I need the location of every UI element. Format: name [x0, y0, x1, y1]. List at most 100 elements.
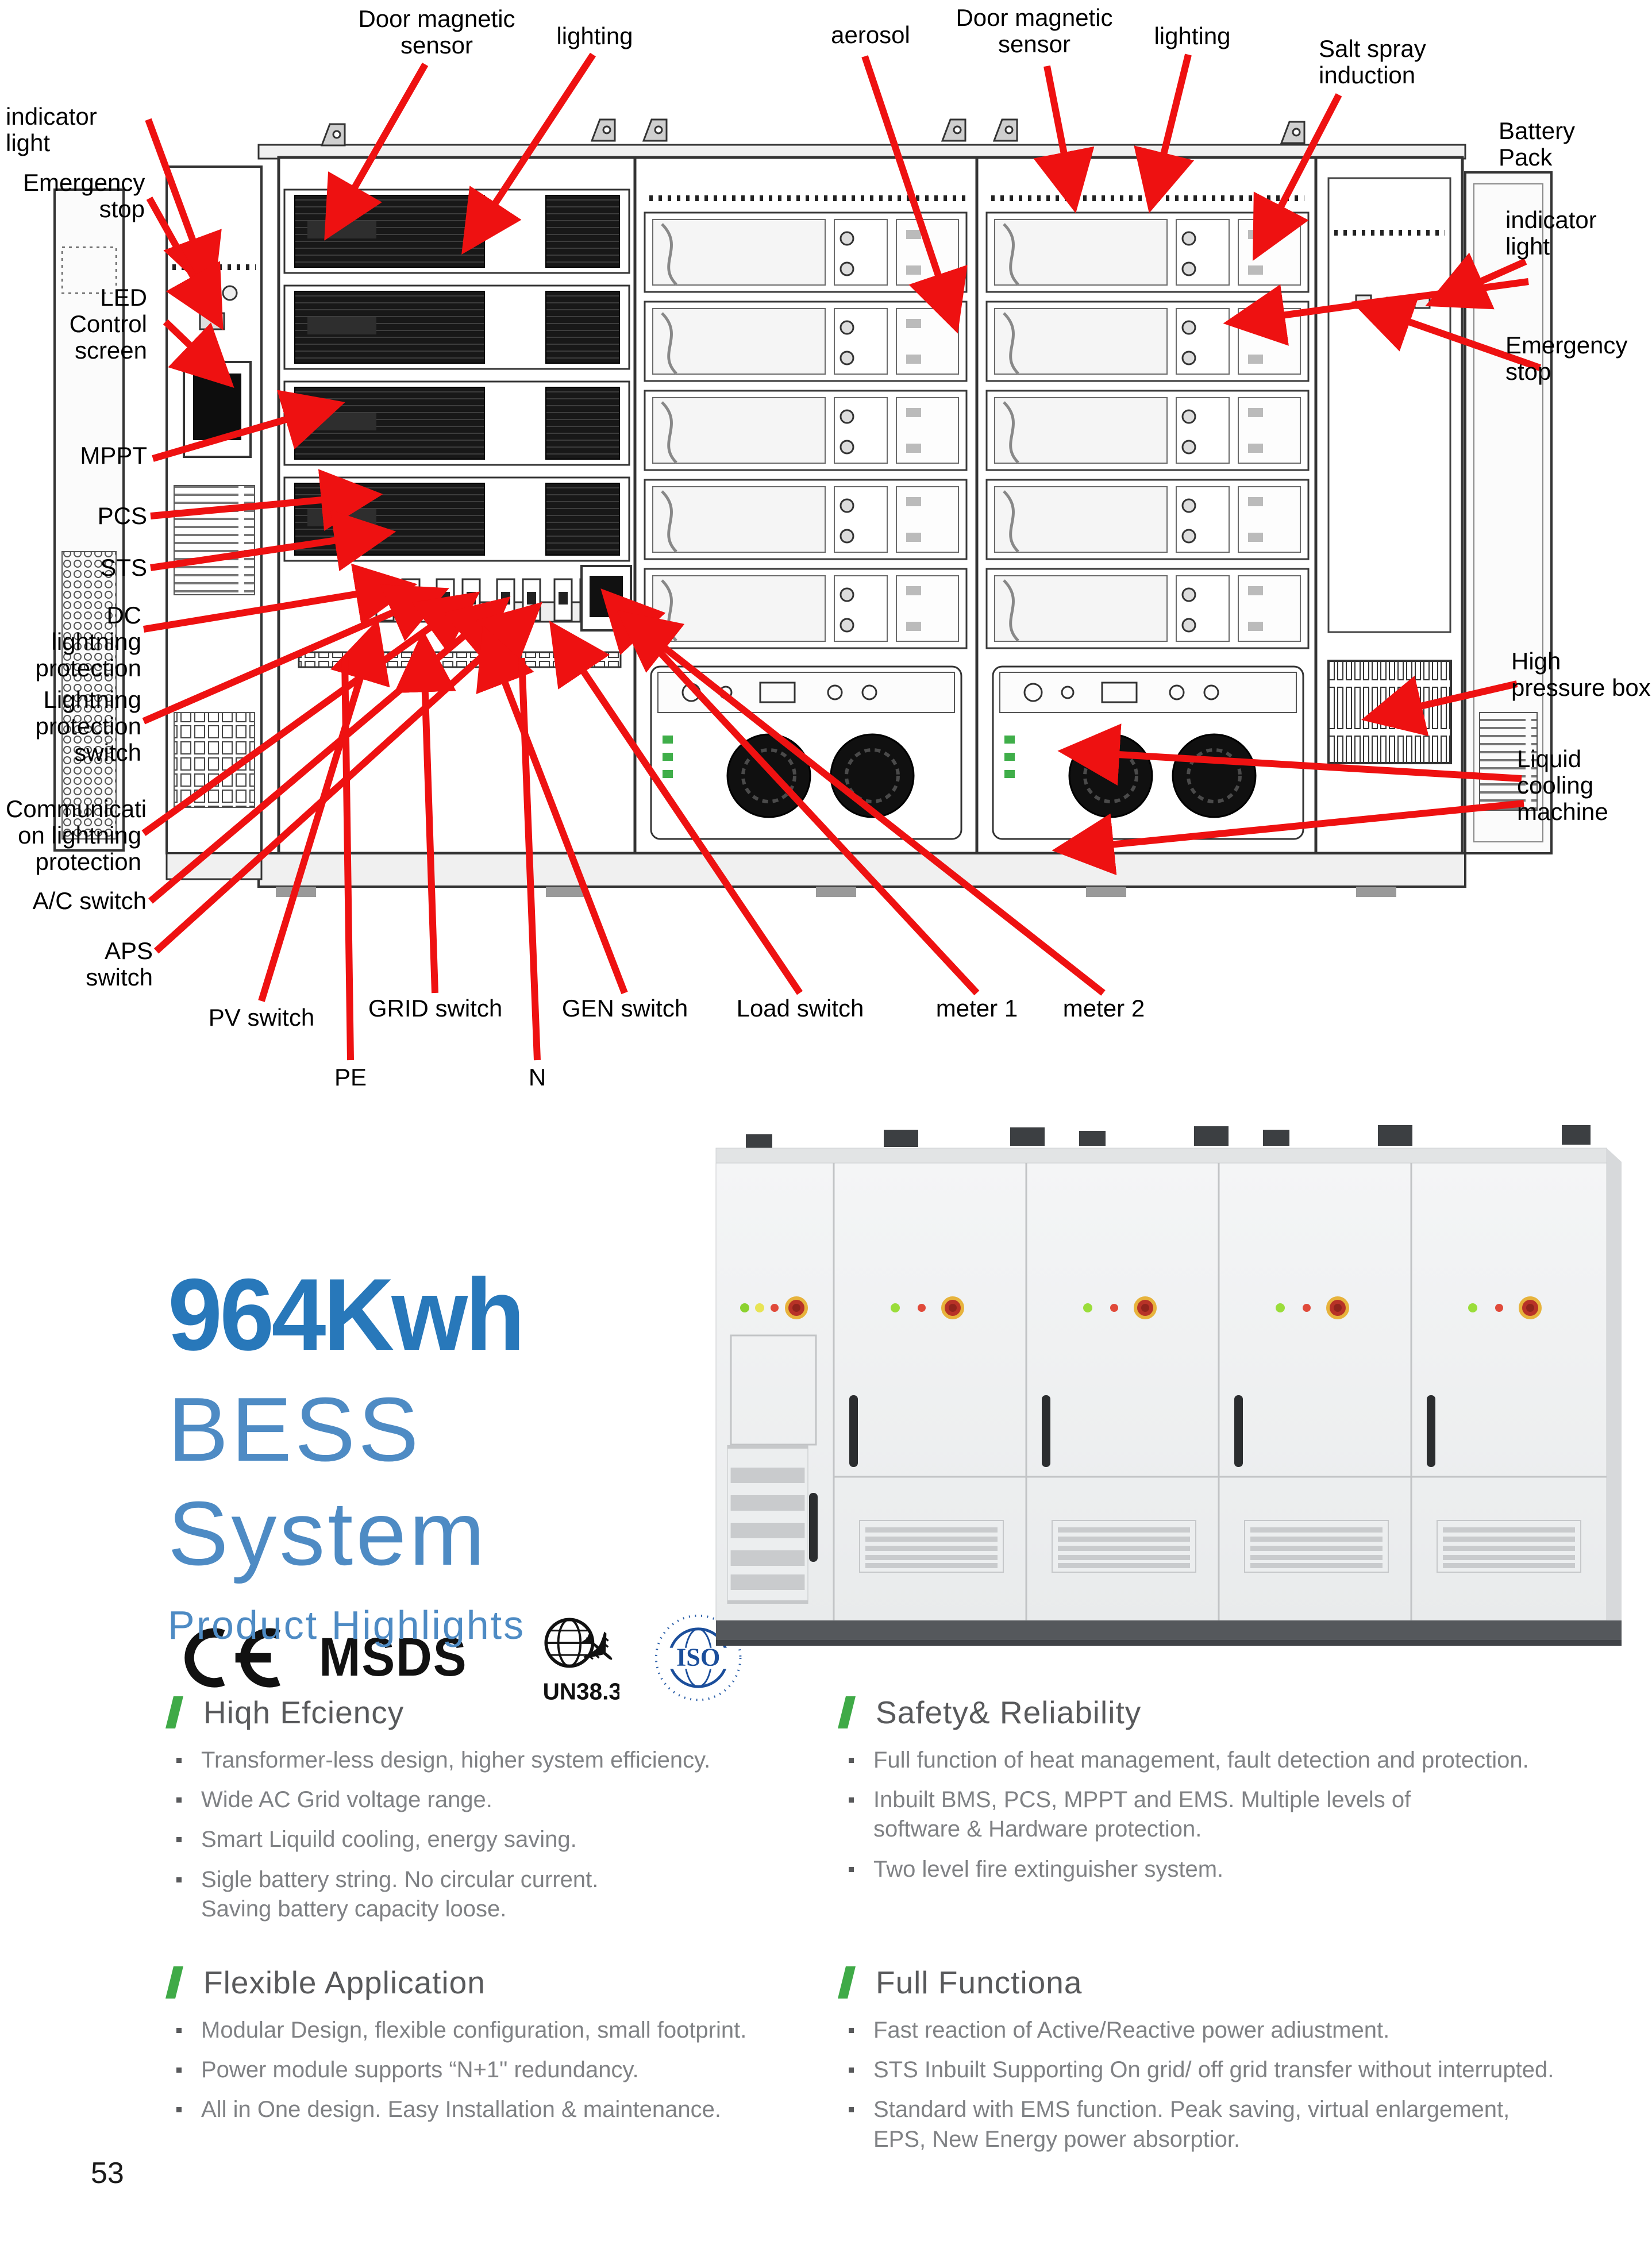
diagram-label-led-control-screen: LED Control screen [69, 284, 147, 364]
bullet-item: Inbuilt BMS, PCS, MPPT and EMS. Multiple… [849, 1785, 1609, 1844]
svg-text:ISO: ISO [676, 1643, 720, 1672]
bullet-square-icon [849, 1866, 854, 1872]
plinth-shadow [716, 1640, 1622, 1646]
bullet-text: Sigle battery string. No circular curren… [201, 1866, 599, 1922]
diagram-label-emergency-stop-left: Emergency stop [23, 169, 145, 223]
bullet-square-icon [176, 1758, 182, 1763]
panel-seams [833, 1163, 1607, 1620]
right-door-leaf [1464, 171, 1553, 854]
diagram-label-lighting-1: lighting [556, 22, 633, 49]
diagram-label-communication-lightning-protection: Communicati on lightning protection [6, 795, 147, 876]
bullet-item: All in One design. Easy Installation & m… [176, 2095, 799, 2124]
un383-logo-icon: ✈ UN38.3 [543, 1616, 619, 1704]
bess-subtitle: BESS System [168, 1379, 488, 1584]
bullet-square-icon [849, 1797, 854, 1803]
bullet-square-icon [176, 1877, 182, 1882]
bullet-list: Modular Design, flexible configuration, … [170, 2016, 799, 2125]
section-title: Full Functiona [876, 1964, 1083, 2000]
bullet-square-icon [176, 2027, 182, 2033]
diagram-label-indicator-light-left: indicator light [6, 103, 97, 157]
diagram-label-liquid-cooling-machine: Liquid cooling machine [1517, 745, 1608, 826]
aux-cabinet: ⚡ [727, 1298, 818, 1602]
diagram-label-load-switch: Load switch [736, 995, 864, 1022]
bullet-list: Full function of heat management, fault … [842, 1746, 1609, 1884]
diagram-label-pe: PE [334, 1064, 367, 1091]
bullet-item: Transformer-less design, higher system e… [176, 1746, 799, 1775]
bullet-square-icon [849, 2107, 854, 2113]
bullet-list: Fast reaction of Active/Reactive power a… [842, 2016, 1609, 2154]
green-bar-icon [838, 1696, 856, 1728]
diagram-label-pv-switch: PV switch [208, 1004, 315, 1031]
section-title: Safety& Reliability [876, 1695, 1142, 1730]
ce-mark-icon [184, 1628, 280, 1688]
diagram-label-gen-switch: GEN switch [561, 995, 688, 1022]
section-title: Flexible Application [203, 1964, 486, 2000]
bullet-item: Full function of heat management, fault … [849, 1746, 1609, 1775]
diagram-label-battery-pack: Battery Pack [1499, 117, 1576, 171]
bullet-text: Full function of heat management, fault … [873, 1747, 1529, 1773]
cabinet-line-drawing [53, 52, 1553, 1061]
roof-brackets-icon [746, 1125, 1591, 1149]
bullet-text: Power module supports “N+1" redundancy. [201, 2057, 639, 2083]
left-door-leaf [53, 188, 125, 852]
bullet-square-icon [849, 2068, 854, 2073]
diagram-label-high-pressure-box: High pressure box [1511, 648, 1651, 702]
bullet-square-icon [176, 2068, 182, 2073]
bullet-item: Smart Liquild cooling, energy saving. [176, 1825, 799, 1854]
main-cabinets [849, 1298, 1581, 1573]
diagram-label-lightning-protection-switch: Lightning protection switch [35, 686, 141, 767]
bullet-square-icon [849, 1758, 854, 1763]
svg-text:MSDS: MSDS [319, 1627, 467, 1688]
bullet-text: Inbuilt BMS, PCS, MPPT and EMS. Multiple… [873, 1787, 1411, 1842]
bullet-text: Modular Design, flexible configuration, … [201, 2017, 747, 2043]
bullet-item: Two level fire extinguisher system. [849, 1855, 1609, 1884]
bullet-text: STS Inbuilt Supporting On grid/ off grid… [873, 2057, 1554, 2083]
annotation-arrows [141, 52, 1541, 1061]
bullet-text: All in One design. Easy Installation & m… [201, 2097, 721, 2123]
bullet-square-icon [176, 1797, 182, 1803]
bullet-text: Smart Liquild cooling, energy saving. [201, 1827, 577, 1853]
bullet-list: Transformer-less design, higher system e… [170, 1746, 799, 1924]
bullet-text: Wide AC Grid voltage range. [201, 1787, 492, 1813]
diagram-label-emergency-stop-right: Emergency stop [1505, 332, 1628, 386]
section-title: Hiqh Efciency [203, 1695, 405, 1730]
page-number: 53 [91, 2157, 124, 2190]
diagram-label-pcs: PCS [97, 502, 147, 529]
highlights-heading: Product Highlights [168, 1603, 526, 1647]
bullet-item: Power module supports “N+1" redundancy. [176, 2055, 799, 2085]
svg-text:UN38.3: UN38.3 [543, 1678, 619, 1704]
diagram-label-door-magnetic-sensor-1: Door magnetic sensor [358, 5, 515, 59]
bullet-square-icon [176, 2107, 182, 2113]
hero-block: 964Kwh BESS System MSDS ✈ UN38.3 [168, 1256, 742, 1707]
bullet-item: Modular Design, flexible configuration, … [176, 2016, 799, 2045]
bullet-text: Fast reaction of Active/Reactive power a… [873, 2017, 1390, 2043]
iso-logo-icon: ISO [654, 1614, 742, 1701]
bullet-item: Standard with EMS function. Peak saving,… [849, 2095, 1609, 2154]
bullet-item: Sigle battery string. No circular curren… [176, 1865, 799, 1924]
certification-logos: MSDS ✈ UN38.3 ISO [168, 1609, 742, 1707]
bullet-text: Transformer-less design, higher system e… [201, 1747, 711, 1773]
capacity-title: 964Kwh [168, 1257, 525, 1372]
bullet-item: STS Inbuilt Supporting On grid/ off grid… [849, 2055, 1609, 2085]
bullet-square-icon [176, 1837, 182, 1843]
bullet-item: Wide AC Grid voltage range. [176, 1785, 799, 1815]
diagram-label-mppt: MPPT [80, 442, 147, 469]
bullet-text: Two level fire extinguisher system. [873, 1856, 1224, 1882]
plinth [716, 1620, 1622, 1640]
bullet-text: Standard with EMS function. Peak saving,… [873, 2097, 1510, 2152]
diagram-label-aerosol: aerosol [831, 21, 910, 48]
diagram-label-indicator-light-right: indicator light [1505, 206, 1597, 260]
green-bar-icon [165, 1966, 183, 1999]
diagram-label-salt-spray-induction: Salt spray induction [1319, 35, 1426, 89]
bullet-square-icon [849, 2027, 854, 2033]
green-bar-icon [838, 1966, 856, 1999]
diagram-label-dc-lightning-protection: DC lightning protection [35, 602, 141, 682]
